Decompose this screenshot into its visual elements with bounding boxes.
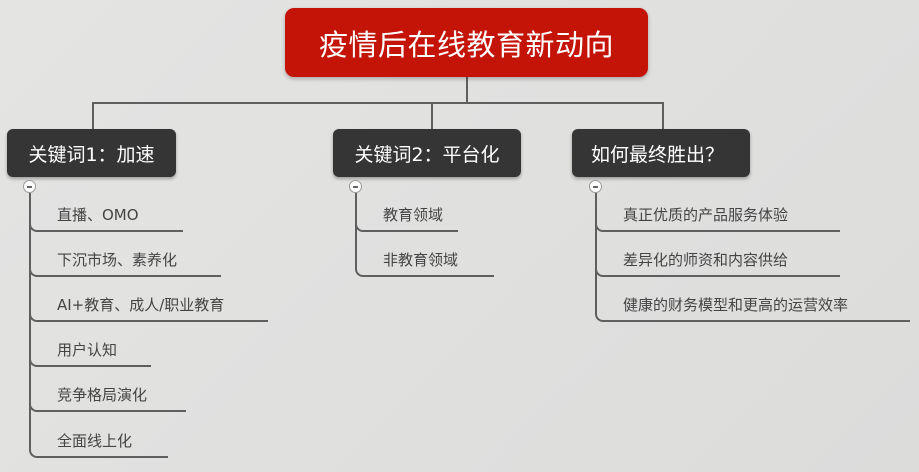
underline bbox=[37, 410, 186, 412]
list-item[interactable]: 差异化的师资和内容供给 bbox=[595, 237, 840, 277]
branch-topic-1-label: 关键词1：加速 bbox=[28, 143, 155, 166]
branch-1-children-line bbox=[29, 193, 31, 448]
underline bbox=[603, 275, 840, 277]
connector-elbow bbox=[29, 357, 39, 367]
branch-topic-2-label: 关键词2：平台化 bbox=[354, 143, 500, 166]
list-item[interactable]: 非教育领域 bbox=[355, 237, 494, 277]
list-item[interactable]: 下沉市场、素养化 bbox=[29, 237, 221, 277]
underline bbox=[603, 320, 910, 322]
subtopic-label: 非教育领域 bbox=[383, 251, 459, 269]
underline bbox=[37, 320, 268, 322]
branch-2-children-line bbox=[355, 193, 357, 268]
underline bbox=[363, 230, 458, 232]
branch-2-collapse-icon[interactable] bbox=[349, 180, 362, 193]
branch-3-collapse-icon[interactable] bbox=[589, 180, 602, 193]
connector-elbow bbox=[29, 402, 39, 412]
branch-topic-3-label: 如何最终胜出？ bbox=[591, 143, 725, 166]
root-topic-title: 疫情后在线教育新动向 bbox=[318, 27, 614, 62]
branch-1-stem bbox=[92, 102, 94, 129]
branch-topic-1[interactable]: 关键词1：加速 bbox=[7, 129, 176, 177]
list-item[interactable]: 全面线上化 bbox=[29, 418, 168, 458]
branch-connector-bar bbox=[92, 102, 664, 104]
subtopic-label: 全面线上化 bbox=[57, 432, 133, 450]
branch-3-children-line bbox=[595, 193, 597, 313]
underline bbox=[37, 275, 221, 277]
connector-elbow bbox=[29, 222, 39, 232]
subtopic-label: 健康的财务模型和更高的运营效率 bbox=[623, 296, 849, 314]
branch-topic-2[interactable]: 关键词2：平台化 bbox=[333, 129, 521, 177]
connector-elbow bbox=[595, 312, 605, 322]
list-item[interactable]: 用户认知 bbox=[29, 327, 151, 367]
subtopic-label: 教育领域 bbox=[383, 206, 444, 224]
subtopic-label: 下沉市场、素养化 bbox=[57, 251, 178, 269]
root-stem bbox=[466, 77, 468, 104]
subtopic-label: 用户认知 bbox=[57, 341, 118, 359]
connector-elbow bbox=[29, 267, 39, 277]
branch-1-collapse-icon[interactable] bbox=[23, 180, 36, 193]
list-item[interactable]: 真正优质的产品服务体验 bbox=[595, 192, 840, 232]
list-item[interactable]: 教育领域 bbox=[355, 192, 458, 232]
underline bbox=[37, 230, 183, 232]
underline bbox=[37, 456, 168, 458]
list-item[interactable]: AI+教育、成人/职业教育 bbox=[29, 282, 268, 322]
connector-elbow bbox=[595, 267, 605, 277]
root-topic[interactable]: 疫情后在线教育新动向 bbox=[285, 8, 648, 77]
list-item[interactable]: 健康的财务模型和更高的运营效率 bbox=[595, 282, 910, 322]
subtopic-label: 竞争格局演化 bbox=[57, 386, 148, 404]
underline bbox=[37, 365, 151, 367]
connector-elbow bbox=[29, 312, 39, 322]
connector-elbow bbox=[595, 222, 605, 232]
connector-elbow bbox=[355, 267, 365, 277]
connector-elbow bbox=[355, 222, 365, 232]
underline bbox=[603, 230, 840, 232]
subtopic-label: 差异化的师资和内容供给 bbox=[623, 251, 789, 269]
branch-2-stem bbox=[431, 102, 433, 129]
branch-topic-3[interactable]: 如何最终胜出？ bbox=[572, 129, 750, 177]
subtopic-label: 直播、OMO bbox=[57, 206, 139, 224]
subtopic-label: AI+教育、成人/职业教育 bbox=[57, 296, 225, 314]
branch-3-stem bbox=[662, 102, 664, 129]
list-item[interactable]: 直播、OMO bbox=[29, 192, 183, 232]
subtopic-label: 真正优质的产品服务体验 bbox=[623, 206, 789, 224]
list-item[interactable]: 竞争格局演化 bbox=[29, 372, 186, 412]
underline bbox=[363, 275, 494, 277]
connector-elbow bbox=[29, 448, 39, 458]
